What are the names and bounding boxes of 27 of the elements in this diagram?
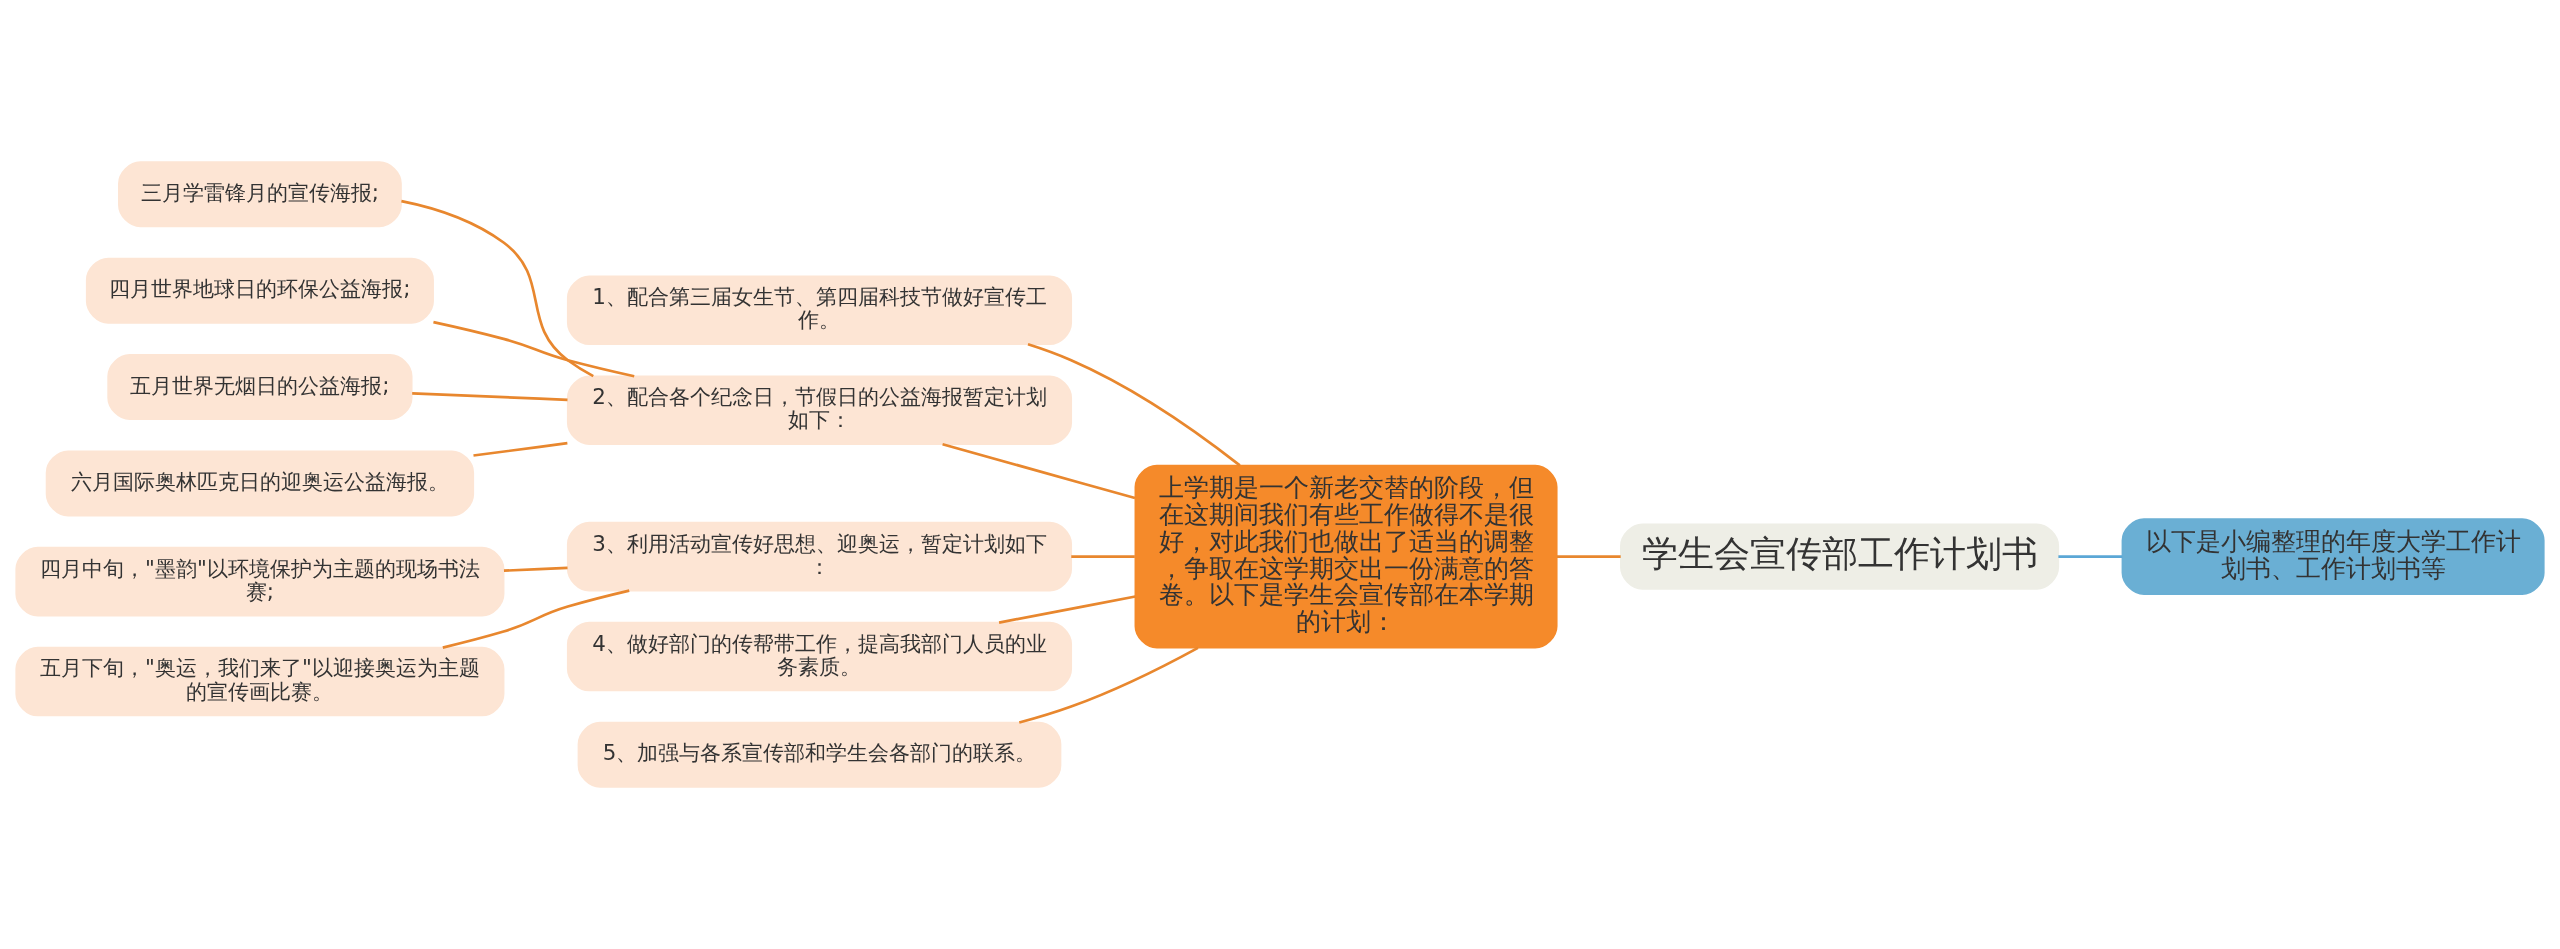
node-box: 四月中旬，"墨韵"以环境保护为主题的现场书法赛; [15,546,505,617]
node-box: 1、配合第三届女生节、第四届科技节做好宣传工作。 [566,275,1073,346]
connector [401,199,594,378]
connector [433,320,635,378]
node-box: 五月世界无烟日的公益海报; [107,354,413,421]
node-box: 3、利用活动宣传好思想、迎奥运，暂定计划如下： [566,521,1073,592]
node-box: 2、配合各个纪念日，节假日的公益海报暂定计划如下： [566,375,1073,446]
connector [412,392,568,402]
connector [2058,555,2123,558]
node-box: 学生会宣传部工作计划书 [1620,523,2060,590]
node-box: 五月下旬，"奥运，我们来了"以迎接奥运为主题的宣传画比赛。 [15,646,505,717]
connector [998,595,1136,624]
connector [1071,555,1135,558]
connector [942,442,1136,500]
node-box: 六月国际奥林匹克日的迎奥运公益海报。 [45,450,475,517]
connector [473,441,568,457]
node-box: 4、做好部门的传帮带工作，提高我部门人员的业务素质。 [566,621,1073,692]
connector [1018,646,1199,724]
node-box: 上学期是一个新老交替的阶段，但在这期间我们有些工作做得不是很好，对此我们也做出了适当的调整，争取在这学期交出一份满意的答卷。以下是学生会宣传部在本学期的计划： [1134,464,1558,649]
connector [442,589,630,649]
node-box: 三月学雷锋月的宣传海报; [118,161,402,228]
node-box: 5、加强与各系宣传部和学生会各部门的联系。 [577,721,1062,788]
connector [1557,555,1621,558]
connector [503,566,568,573]
connector [1027,343,1241,467]
node-box: 以下是小编整理的年度大学工作计划书、工作计划书等 [2121,518,2545,595]
node-box: 四月世界地球日的环保公益海报; [85,257,434,324]
